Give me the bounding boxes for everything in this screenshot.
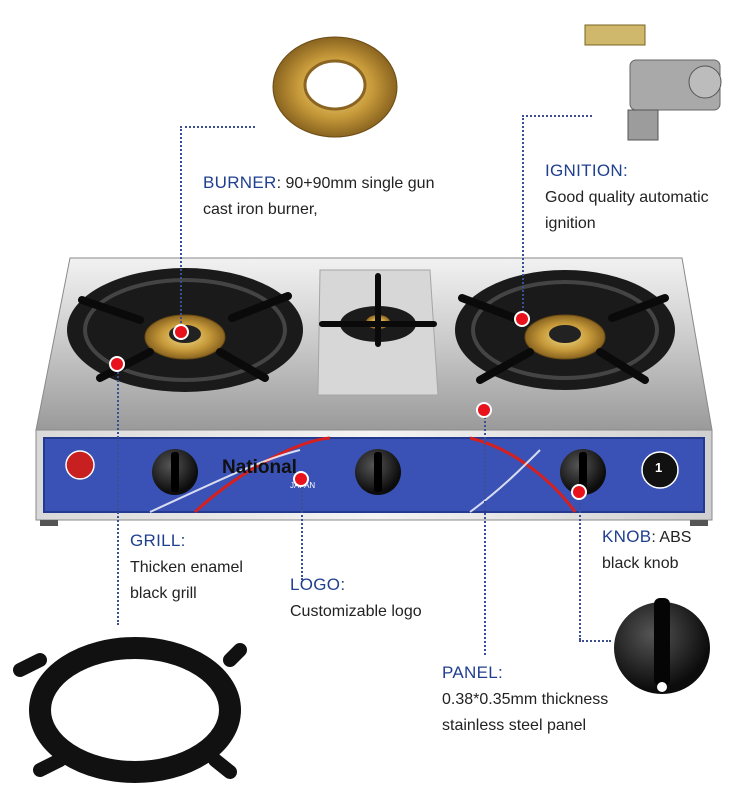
ignition-key: IGNITION: [545, 161, 623, 180]
panel-marker: [478, 404, 490, 416]
logo-callout: LOGO: Customizable logo: [290, 572, 490, 625]
panel-text-2: 0.38*0.35mm thickness: [442, 691, 609, 708]
center-burner: [319, 273, 437, 347]
knob-text-2: black knob: [602, 555, 679, 572]
grill-text-2: Thicken enamel: [130, 559, 243, 576]
panel-key: PANEL: [442, 663, 498, 682]
ignition-leader-h: [522, 115, 592, 117]
logo-leader-v: [301, 480, 303, 580]
burner-text-2: cast iron burner,: [203, 201, 318, 218]
logo-key: LOGO: [290, 575, 341, 594]
burner-key: BURNER: [203, 173, 277, 192]
ignition-part-photo: [584, 24, 722, 141]
burner-leader-h: [180, 126, 255, 128]
burner-leader-v: [180, 126, 182, 326]
grill-text-3: black grill: [130, 585, 197, 602]
grill-key: GRILL: [130, 531, 181, 550]
grill-leader-v: [117, 365, 119, 625]
knob-photo: [614, 598, 710, 694]
right-burner: [455, 270, 675, 390]
grill-marker: [111, 358, 123, 370]
grill-text-1: :: [180, 531, 186, 550]
burner-text-1: : 90+90mm single gun: [276, 175, 435, 192]
knob-leader-h: [579, 640, 611, 642]
knob-right: [560, 449, 606, 495]
panel-leader-v: [484, 410, 486, 655]
knob-leader-v: [579, 492, 581, 640]
burner-cap-photo: [272, 36, 398, 138]
ignition-text-3: ignition: [545, 215, 596, 232]
ignition-marker: [516, 313, 528, 325]
knob-left: [152, 449, 198, 495]
ignition-callout: IGNITION: Good quality automatic ignitio…: [545, 158, 745, 237]
logo-marker: [295, 473, 307, 485]
ignition-text-1: :: [622, 161, 628, 180]
burner-callout: BURNER: 90+90mm single gun cast iron bur…: [203, 170, 503, 223]
knob-text-1: : ABS: [651, 529, 692, 546]
panel-callout: PANEL: 0.38*0.35mm thickness stainless s…: [442, 660, 682, 739]
ignition-text-2: Good quality automatic: [545, 189, 709, 206]
knob-callout: KNOB: ABS black knob: [602, 524, 742, 577]
grill-photo: [13, 637, 247, 783]
panel-text-3: stainless steel panel: [442, 717, 587, 734]
ignition-leader-v: [522, 115, 524, 315]
burner-marker: [175, 326, 187, 338]
badge-rank: 1: [655, 460, 663, 475]
knob-marker: [573, 486, 585, 498]
knob-center: [355, 449, 401, 495]
brand-logo-text: National: [222, 457, 297, 478]
logo-text-1: :: [340, 575, 346, 594]
knob-key: KNOB: [602, 527, 652, 546]
panel-text-1: :: [498, 663, 504, 682]
grill-callout: GRILL: Thicken enamel black grill: [130, 528, 290, 607]
logo-text-2: Customizable logo: [290, 603, 422, 620]
